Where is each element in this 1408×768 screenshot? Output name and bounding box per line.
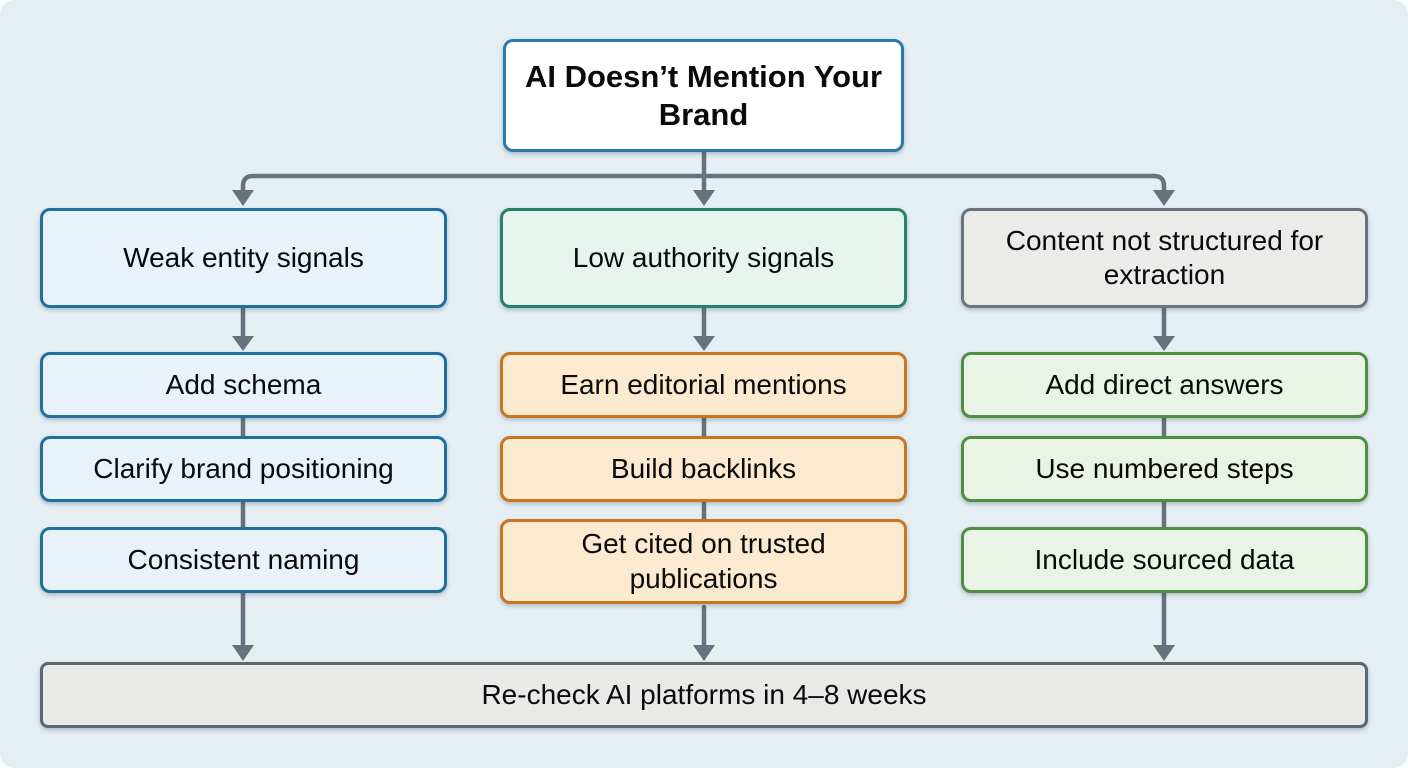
header-weak-entity-signals: Weak entity signals (40, 208, 447, 308)
item-add-direct-answers: Add direct answers (961, 352, 1368, 418)
header-content-not-structured: Content not structured for extraction (961, 208, 1368, 308)
item-use-numbered-steps: Use numbered steps (961, 436, 1368, 502)
header-low-authority-signals: Low authority signals (500, 208, 907, 308)
item-consistent-naming: Consistent naming (40, 527, 447, 593)
item-build-backlinks: Build backlinks (500, 436, 907, 502)
item-earn-editorial-mentions: Earn editorial mentions (500, 352, 907, 418)
item-add-schema: Add schema (40, 352, 447, 418)
footer-node: Re-check AI platforms in 4–8 weeks (40, 662, 1368, 728)
root-node: AI Doesn’t Mention Your Brand (503, 39, 904, 152)
item-clarify-brand-positioning: Clarify brand positioning (40, 436, 447, 502)
item-include-sourced-data: Include sourced data (961, 527, 1368, 593)
item-get-cited-trusted-publications: Get cited on trusted publications (500, 519, 907, 604)
